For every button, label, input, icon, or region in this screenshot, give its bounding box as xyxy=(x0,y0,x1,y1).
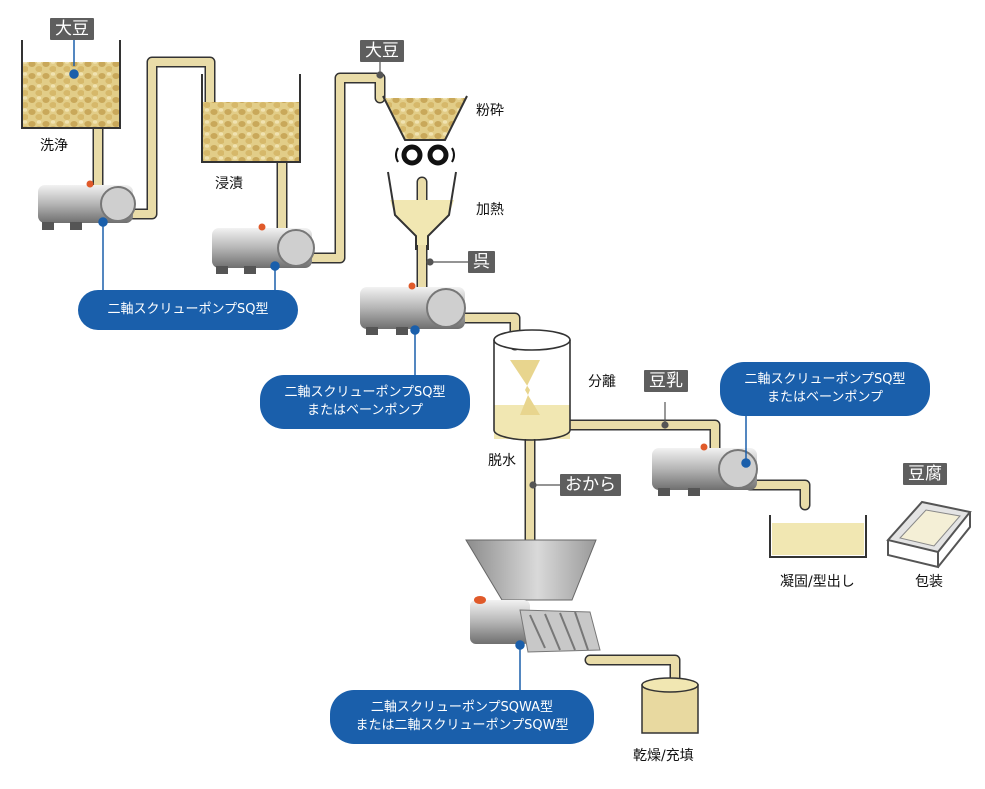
wash-tank xyxy=(21,40,121,129)
callout-pump-sq-vane-2: 二軸スクリューポンプSQ型 またはベーンポンプ xyxy=(260,375,470,429)
tag-okara: おから xyxy=(560,474,621,496)
tag-leaders xyxy=(376,62,669,489)
label-wash: 洗浄 xyxy=(40,138,68,154)
label-dewater: 脱水 xyxy=(488,453,516,469)
tofu-package xyxy=(886,500,972,569)
drying-container xyxy=(641,677,699,734)
label-coagulate: 凝固/型出し xyxy=(780,574,855,590)
tag-tofu: 豆腐 xyxy=(903,463,947,485)
tag-soymilk: 豆乳 xyxy=(644,370,688,392)
sqwa-pump xyxy=(465,539,601,653)
callout-pump-sqwa: 二軸スクリューポンプSQWA型 または二軸スクリューポンプSQW型 xyxy=(330,690,594,744)
soak-tank xyxy=(201,74,301,163)
tag-soybean-top: 大豆 xyxy=(50,18,94,40)
callout-line: 二軸スクリューポンプSQ型 xyxy=(744,372,906,387)
label-crush: 粉砕 xyxy=(476,103,504,119)
label-dry-fill: 乾燥/充填 xyxy=(633,748,694,764)
callout-line: または二軸スクリューポンプSQW型 xyxy=(355,718,569,733)
coagulation-tray xyxy=(769,515,867,558)
label-soak: 浸漬 xyxy=(215,176,243,192)
callout-pump-sq-vane-3: 二軸スクリューポンプSQ型 またはベーンポンプ xyxy=(720,362,930,416)
callout-line: またはベーンポンプ xyxy=(307,403,423,418)
crusher xyxy=(382,95,468,166)
callout-line: 二軸スクリューポンプSQ型 xyxy=(107,302,269,317)
tag-soybean-mid: 大豆 xyxy=(360,40,404,62)
callout-pump-sq-1: 二軸スクリューポンプSQ型 xyxy=(78,290,298,330)
tag-go: 呉 xyxy=(468,251,495,273)
callout-line: 二軸スクリューポンプSQWA型 xyxy=(370,700,554,715)
pump-3 xyxy=(360,282,466,335)
leader-lines xyxy=(69,40,751,690)
pump-1 xyxy=(38,180,136,230)
pump-2 xyxy=(212,223,315,274)
separator xyxy=(493,329,571,441)
pump-4 xyxy=(652,443,758,496)
label-package: 包装 xyxy=(915,574,943,590)
label-heat: 加熱 xyxy=(476,202,504,218)
heating-vessel xyxy=(387,171,457,250)
callout-line: 二軸スクリューポンプSQ型 xyxy=(284,385,446,400)
label-separate: 分離 xyxy=(588,374,616,390)
callout-line: またはベーンポンプ xyxy=(767,390,883,405)
